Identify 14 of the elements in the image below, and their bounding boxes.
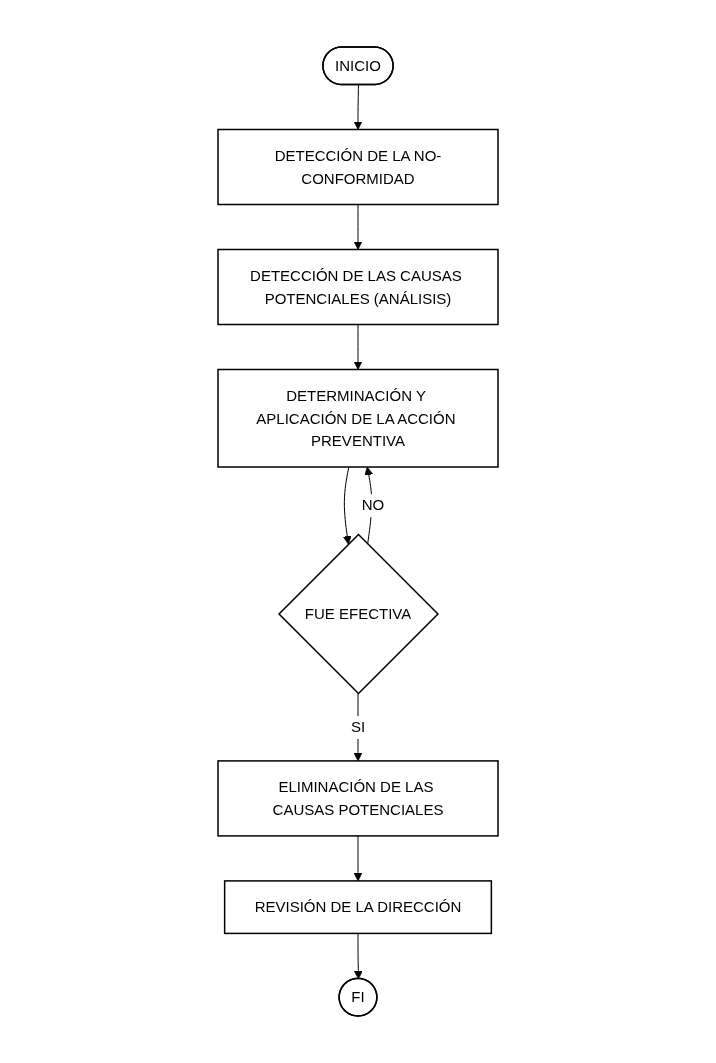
node-box: DETERMINACIÓN Y APLICACIÓN DE LA ACCIÓN PREVENTIVA [217,368,499,468]
arrow [353,324,363,370]
node-box: ELIMINACIÓN DE LAS CAUSAS POTENCIALES [217,760,499,837]
arrow [342,466,352,545]
arrow [353,84,363,130]
arrow [353,835,363,882]
edge-label: SI [350,717,366,735]
edge-label: NO [361,496,385,514]
node-box: DETECCIÓN DE LA NO-CONFORMIDAD [217,128,499,206]
node-box: REVISIÓN DE LA DIRECCIÓN [223,880,493,935]
arrow [353,204,363,250]
node-box: DETECCIÓN DE LAS CAUSAS POTENCIALES (ANÁLISIS) [217,248,499,326]
arrow [353,932,363,980]
node-diamond: FUE EFECTIVA [278,533,439,695]
